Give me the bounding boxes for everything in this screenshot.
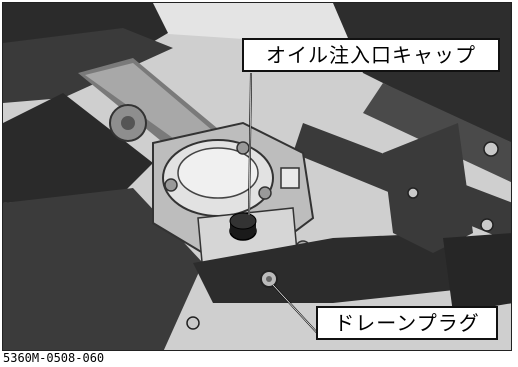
housing-bolt	[236, 141, 250, 155]
left-lower-frame	[3, 188, 203, 350]
oil-fill-cap-callout: オイル注入口キャップ	[242, 38, 500, 72]
figure-number: 5360M-0508-060	[3, 351, 105, 365]
drain-plug-leader-line-inner	[272, 284, 322, 338]
gearbox-cover-top	[177, 147, 259, 199]
frame-bolt	[483, 141, 499, 157]
drain-plug-center	[266, 276, 272, 282]
frame-bolt	[480, 218, 494, 232]
housing-bolt	[164, 178, 178, 192]
oil-fill-cap-top	[229, 212, 257, 230]
frame-bolt	[407, 187, 419, 199]
right-bracket	[383, 123, 473, 253]
oil-cap-leader-line-inner	[248, 72, 252, 216]
left-frame-rail	[3, 93, 153, 203]
right-upper-tube	[333, 3, 511, 143]
universal-joint-center	[121, 116, 135, 130]
housing-bolt	[258, 186, 272, 200]
drive-shaft-highlight	[85, 63, 213, 151]
breather-fitting	[280, 167, 300, 189]
frame-bolt	[186, 316, 200, 330]
drain-plug-callout: ドレーンプラグ	[316, 306, 498, 340]
upper-left-beam-shade	[3, 28, 173, 103]
right-lower-frame	[443, 233, 511, 313]
